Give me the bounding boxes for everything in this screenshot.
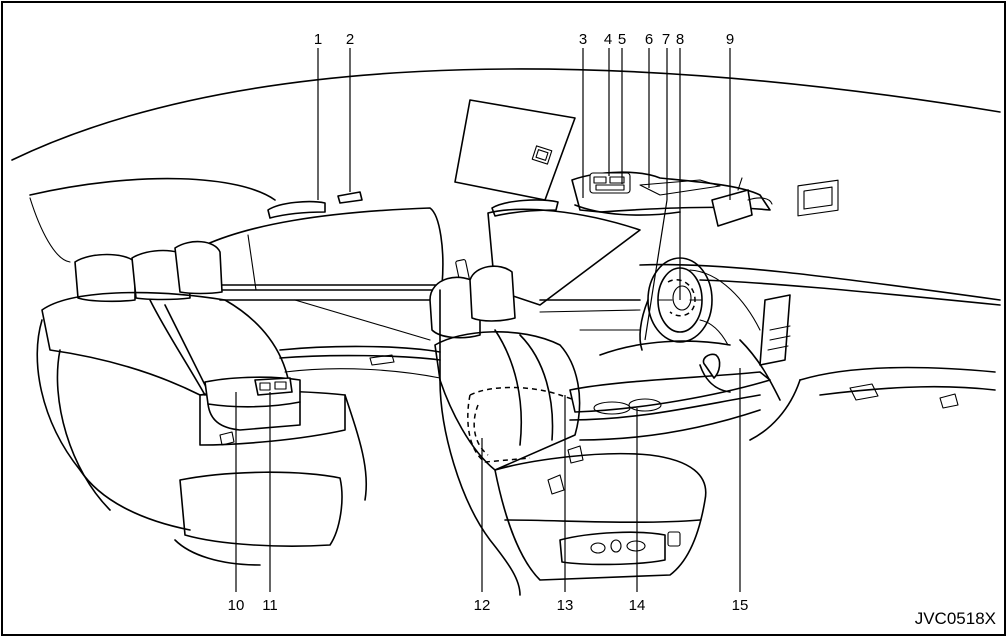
door-edges [344,289,441,501]
roof-headliner [11,68,1001,263]
driver-seat [429,265,707,596]
center-console [569,339,781,441]
door-panels [214,289,641,379]
callout-4: 4 [604,31,612,48]
callout-7: 7 [662,31,670,48]
figure-code: JVC0518X [915,609,996,628]
callout-12: 12 [474,597,491,614]
callout-3: 3 [579,31,587,48]
callout-9: 9 [726,31,734,48]
rear-armrest [204,376,301,431]
window-frames [204,207,641,306]
sun-visor [454,99,576,201]
callout-6: 6 [645,31,653,48]
rear-seat [36,240,346,566]
callout-8: 8 [676,31,684,48]
callout-1: 1 [314,31,322,48]
rear-view-mirror [711,177,773,227]
assist-grips [267,191,559,219]
callout-2: 2 [346,31,354,48]
callout-13: 13 [557,597,574,614]
callout-leaders [235,48,741,592]
dashboard [599,263,1001,356]
center-stack [699,179,839,366]
callout-11: 11 [262,597,278,614]
callout-10: 10 [228,597,245,614]
callout-15: 15 [732,597,749,614]
seat-adjust-switches [559,531,681,566]
callout-numbers: 1 2 3 4 5 6 7 8 9 10 11 12 13 14 15 [228,31,749,614]
glove-box-area [749,366,996,441]
callout-14: 14 [629,597,646,614]
callout-5: 5 [618,31,626,48]
